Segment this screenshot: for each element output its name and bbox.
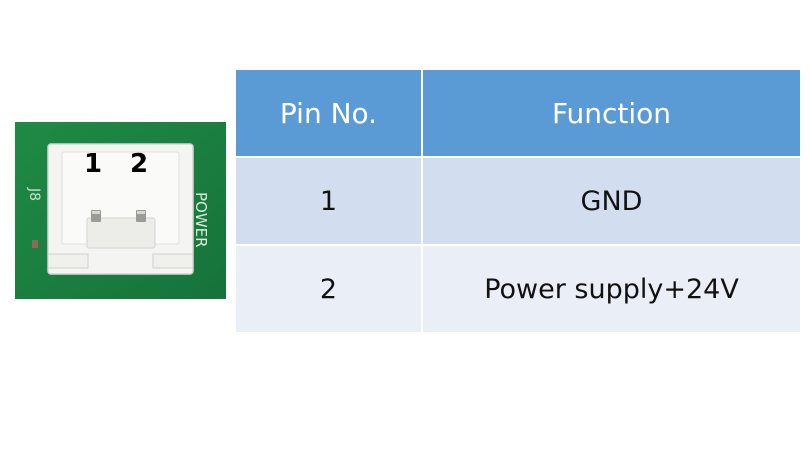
pin-label-1: 1 (84, 149, 102, 179)
header-pin-no: Pin No. (234, 68, 423, 158)
table-row: 2 Power supply+24V (234, 244, 802, 334)
connector-photo: 1 2 J8 POWER (15, 122, 226, 299)
silkscreen-j8: J8 (26, 187, 42, 201)
table-header-row: Pin No. Function (234, 68, 802, 158)
header-function: Function (421, 68, 802, 158)
silkscreen-power: POWER (192, 192, 210, 248)
pin-cell: 2 (234, 244, 423, 334)
table-row: 1 GND (234, 156, 802, 246)
pin-label-2: 2 (130, 149, 148, 179)
pin-table: Pin No. Function 1 GND 2 Power supply+24… (234, 68, 802, 334)
pin-cell: 1 (234, 156, 423, 246)
function-cell: GND (421, 156, 802, 246)
function-cell: Power supply+24V (421, 244, 802, 334)
